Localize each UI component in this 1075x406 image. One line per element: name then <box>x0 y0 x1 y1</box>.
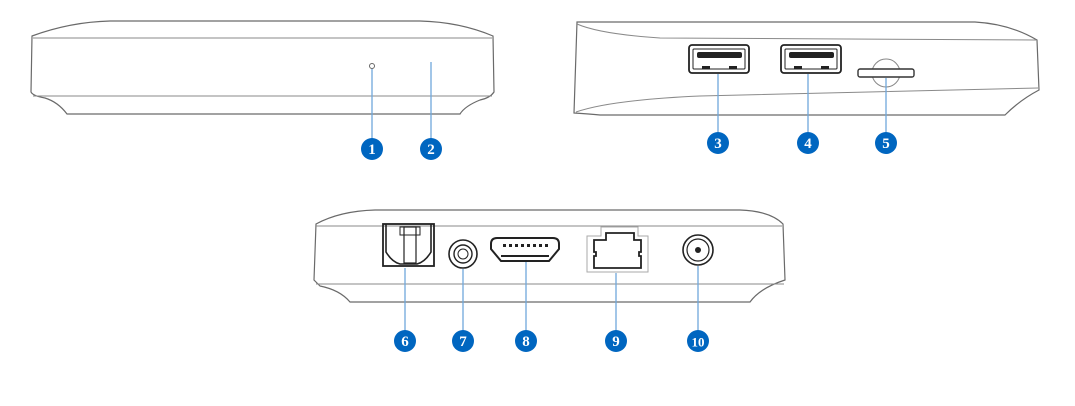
front-device-body <box>30 20 495 115</box>
side-view <box>573 21 1040 132</box>
callout-badge-4: 4 <box>797 132 819 154</box>
dc-power-jack-icon <box>682 234 714 266</box>
callout-badge-10: 10 <box>687 330 709 352</box>
svg-text:6: 6 <box>401 334 409 350</box>
callout-badge-6: 6 <box>394 330 416 352</box>
usb-port-icon <box>780 44 842 74</box>
callout-badge-7: 7 <box>452 330 474 352</box>
svg-text:8: 8 <box>522 334 530 350</box>
callout-badge-9: 9 <box>605 330 627 352</box>
ethernet-port-icon <box>586 226 649 273</box>
sd-card-slot-icon <box>857 58 915 88</box>
rear-view <box>313 209 786 332</box>
svg-text:10: 10 <box>692 335 705 350</box>
svg-text:2: 2 <box>427 142 435 158</box>
callout-badge-2: 2 <box>420 138 442 160</box>
optical-audio-port-icon <box>382 223 435 267</box>
led-indicator-icon <box>369 63 375 69</box>
svg-text:4: 4 <box>804 136 812 152</box>
svg-text:3: 3 <box>714 136 722 152</box>
hdmi-port-icon <box>490 237 560 262</box>
callout-badge-5: 5 <box>875 132 897 154</box>
svg-text:1: 1 <box>368 142 376 158</box>
svg-text:7: 7 <box>459 334 467 350</box>
callout-badge-8: 8 <box>515 330 537 352</box>
callout-badges: 1 2 3 4 5 6 7 8 9 10 <box>361 132 897 352</box>
callout-badge-3: 3 <box>707 132 729 154</box>
svg-text:9: 9 <box>612 334 620 350</box>
callout-badge-1: 1 <box>361 138 383 160</box>
av-jack-icon <box>448 239 478 269</box>
usb-port-icon <box>688 44 750 74</box>
front-view <box>30 20 495 140</box>
svg-text:5: 5 <box>882 136 890 152</box>
